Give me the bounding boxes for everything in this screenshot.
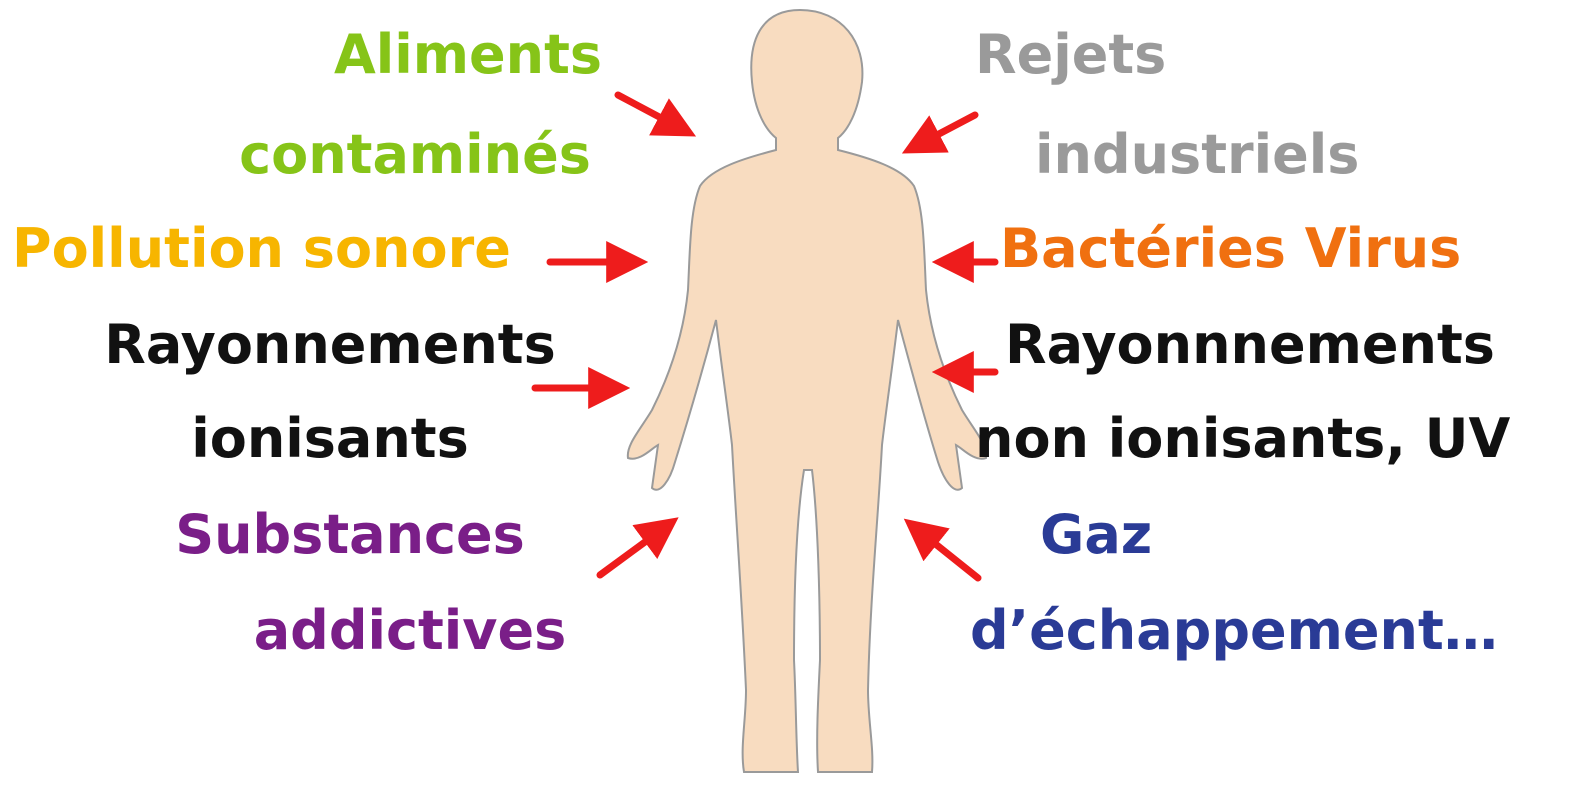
label-pollution-sonore: Pollution sonore — [12, 222, 552, 276]
label-line: Substances — [150, 508, 550, 562]
label-bacteries-virus: Bactéries Virus — [1000, 222, 1580, 276]
label-line: Bactéries Virus — [1000, 222, 1580, 276]
arrow-gaz-icon — [918, 530, 978, 578]
label-line: non ionisants, UV — [975, 412, 1575, 466]
arrow-aliments-icon — [618, 95, 680, 128]
human-body-silhouette-icon — [628, 10, 986, 772]
label-rejets-industriels-line2: industriels — [1035, 128, 1395, 182]
label-line: ionisants — [180, 412, 480, 466]
label-rayonnements-non-ionisants: Rayonnnements — [1005, 318, 1565, 372]
label-line: Gaz — [1040, 508, 1340, 562]
label-gaz-echappement-line2: d’échappement… — [970, 604, 1530, 658]
label-line: industriels — [1035, 128, 1395, 182]
label-line: contaminés — [230, 128, 600, 182]
arrow-substances-icon — [600, 528, 664, 575]
label-line: Rayonnements — [90, 318, 570, 372]
label-line: Aliments — [298, 28, 638, 82]
arrow-rejets-icon — [918, 115, 975, 145]
label-line: addictives — [230, 604, 590, 658]
label-rejets-industriels: Rejets — [975, 28, 1275, 82]
label-line: d’échappement… — [970, 604, 1530, 658]
label-rayonnements-non-ionisants-line2: non ionisants, UV — [975, 412, 1575, 466]
label-line: Pollution sonore — [12, 222, 552, 276]
label-line: Rejets — [975, 28, 1275, 82]
label-substances-addictives-line2: addictives — [230, 604, 590, 658]
label-gaz-echappement: Gaz — [1040, 508, 1340, 562]
label-aliments-contamines: Aliments — [298, 28, 638, 82]
label-line: Rayonnnements — [1005, 318, 1565, 372]
label-rayonnements-ionisants: Rayonnements — [90, 318, 570, 372]
label-aliments-contamines-line2: contaminés — [230, 128, 600, 182]
label-substances-addictives: Substances — [150, 508, 550, 562]
label-rayonnements-ionisants-line2: ionisants — [180, 412, 480, 466]
